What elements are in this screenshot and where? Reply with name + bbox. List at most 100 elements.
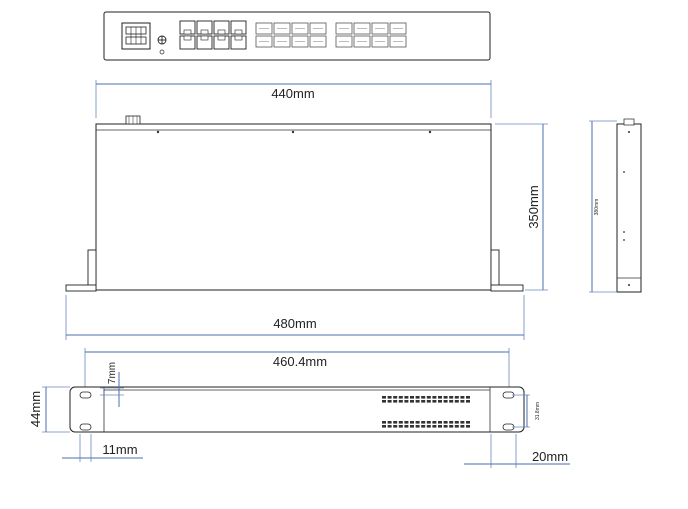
sfp-port-group — [255, 22, 407, 48]
port-strip-cell — [393, 425, 398, 428]
rj45-latch — [183, 35, 192, 41]
port-strip-cell — [421, 396, 426, 399]
port-strip-cell — [466, 425, 470, 428]
right-mounting-ear — [490, 249, 524, 292]
dimension-350: 350mm — [495, 123, 548, 291]
port-strip-cell — [426, 425, 431, 428]
dimension-label: 20mm — [532, 449, 568, 464]
rj45-latch — [217, 35, 226, 41]
dimension-label: 350mm — [526, 185, 541, 228]
rj45-latch — [234, 35, 243, 41]
port-strip-cell — [398, 421, 403, 424]
port-strip-cell — [466, 396, 470, 399]
dimension-label: 11mm — [102, 442, 137, 457]
port-strip-cell — [410, 396, 414, 399]
port-strip-cell — [382, 421, 386, 424]
port-strip-cell — [415, 400, 420, 403]
rj45-port-group — [179, 20, 247, 50]
port-strip-cell — [438, 425, 442, 428]
port-strip-cell — [404, 425, 409, 428]
port-strip-cell — [398, 425, 403, 428]
port-strip-cell — [415, 421, 420, 424]
port-strip-cell — [410, 400, 414, 403]
port-strip-group — [382, 396, 470, 428]
port-strip-cell — [443, 396, 448, 399]
port-strip-cell — [449, 400, 454, 403]
port-strip-cell — [432, 396, 437, 399]
rj45-latch — [183, 29, 192, 35]
port-strip-cell — [460, 421, 465, 424]
port-strip-cell — [454, 425, 459, 428]
port-strip-cell — [398, 400, 403, 403]
mounting-slot — [79, 391, 92, 399]
dimension-label: 44mm — [28, 391, 43, 427]
port-strip-cell — [421, 421, 426, 424]
port-strip-cell — [404, 400, 409, 403]
port-strip-cell — [393, 396, 398, 399]
dimension-label: 460.4mm — [273, 354, 327, 369]
port-strip-cell — [387, 396, 392, 399]
rj45-latch — [217, 29, 226, 35]
port-strip-cell — [443, 425, 448, 428]
port-strip-cell — [426, 421, 431, 424]
front-panel-view — [103, 11, 491, 61]
port-strip-cell — [432, 400, 437, 403]
front-mount-view — [69, 386, 525, 433]
dimension-label: 480mm — [273, 316, 316, 331]
port-strip-cell — [393, 400, 398, 403]
port-strip-cell — [454, 421, 459, 424]
port-strip-cell — [393, 421, 398, 424]
port-strip-cell — [415, 425, 420, 428]
port-strip-cell — [466, 400, 470, 403]
port-strip-cell — [460, 425, 465, 428]
dimension-20: 20mm — [464, 434, 570, 468]
port-strip-cell — [454, 396, 459, 399]
port-strip-cell — [387, 421, 392, 424]
ground-symbol-icon — [157, 35, 167, 55]
port-strip-cell — [426, 400, 431, 403]
port-strip-cell — [404, 396, 409, 399]
rj45-latch — [200, 35, 209, 41]
port-strip-cell — [421, 425, 426, 428]
rj45-latch — [234, 29, 243, 35]
port-strip-cell — [382, 400, 386, 403]
dimension-label: 7mm — [107, 362, 118, 384]
port-strip-cell — [382, 396, 386, 399]
port-strip-cell — [449, 421, 454, 424]
port-strip-cell — [404, 421, 409, 424]
dimension-44: 44mm — [28, 386, 70, 433]
mounting-slot — [79, 423, 92, 431]
left-mounting-ear — [65, 249, 97, 292]
side-view: 380mm — [589, 118, 642, 293]
port-strip-cell — [421, 400, 426, 403]
port-strip-cell — [432, 421, 437, 424]
dimension-7: 7mm — [100, 362, 124, 407]
dimension-label: 380mm — [594, 199, 600, 216]
dimension-480: 480mm — [65, 295, 525, 340]
dimension-460: 460.4mm — [84, 348, 510, 392]
port-strip-cell — [460, 396, 465, 399]
port-strip-cell — [438, 396, 442, 399]
port-strip-cell — [449, 396, 454, 399]
port-strip-cell — [432, 425, 437, 428]
rj45-latch — [200, 29, 209, 35]
port-strip-cell — [415, 396, 420, 399]
port-strip-cell — [410, 425, 414, 428]
port-strip-cell — [443, 421, 448, 424]
top-view — [65, 115, 524, 292]
top-view-body — [95, 123, 492, 291]
port-strip-cell — [426, 396, 431, 399]
port-strip-cell — [443, 400, 448, 403]
side-view-body — [616, 123, 642, 293]
terminal-block — [121, 22, 151, 50]
dimension-11: 11mm — [62, 434, 143, 462]
port-strip-cell — [387, 400, 392, 403]
dimension-label: 31.8mm — [535, 402, 541, 420]
port-strip-cell — [454, 400, 459, 403]
port-strip-cell — [460, 400, 465, 403]
port-strip-cell — [410, 421, 414, 424]
port-strip-cell — [382, 425, 386, 428]
port-strip-cell — [438, 421, 442, 424]
port-strip-cell — [387, 425, 392, 428]
